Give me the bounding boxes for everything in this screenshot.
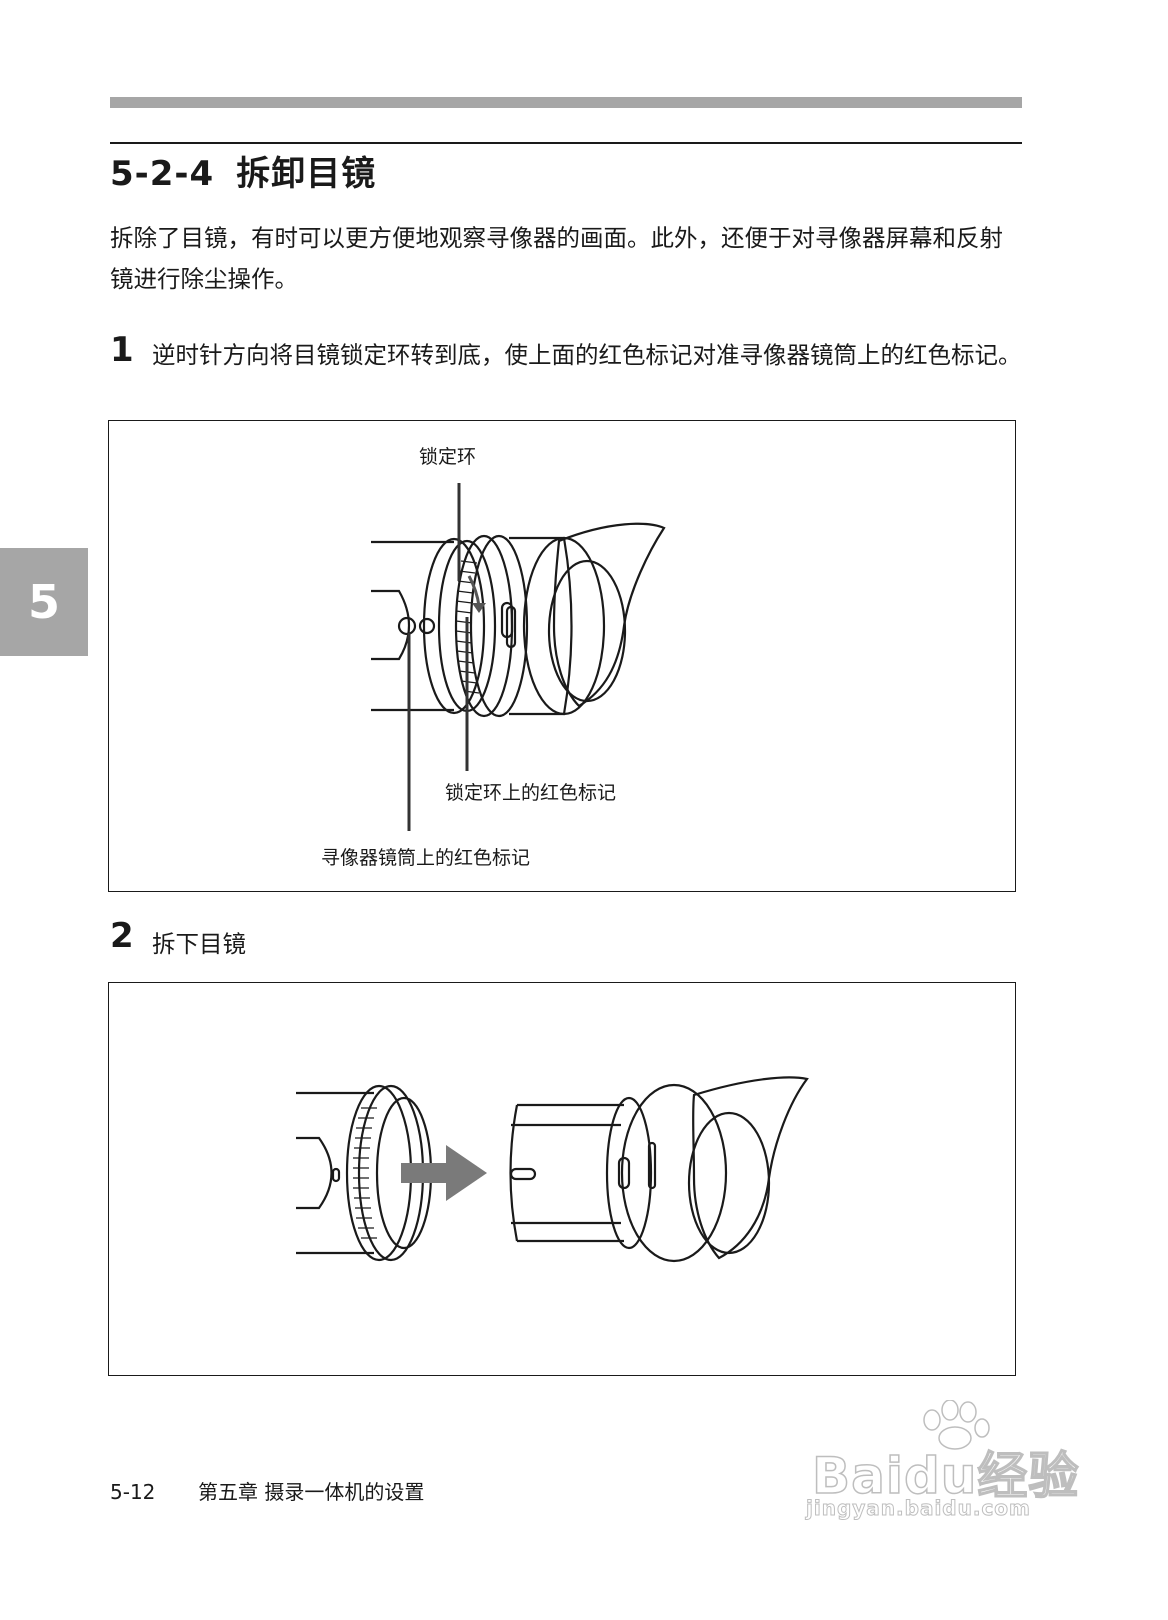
baidu-watermark: Baidu经验 jingyan.baidu.com bbox=[800, 1400, 1080, 1530]
watermark-url: jingyan.baidu.com bbox=[806, 1496, 1031, 1521]
chapter-side-tab: 5 bbox=[0, 548, 88, 656]
label-lock-ring: 锁定环 bbox=[419, 446, 477, 468]
eyepiece-lock-diagram bbox=[371, 483, 666, 831]
step-1-text: 逆时针方向将目镜锁定环转到底，使上面的红色标记对准寻像器镜筒上的红色标记。 bbox=[152, 341, 1022, 369]
figure-unlock-ring: 锁定环 锁定环上的红色标记 寻像器镜筒上的红色标记 bbox=[108, 420, 1016, 892]
paw-logo-icon bbox=[923, 1400, 990, 1450]
chapter-title: 第五章 摄录一体机的设置 bbox=[198, 1480, 425, 1504]
section-title: 拆卸目镜 bbox=[236, 154, 377, 194]
figure-remove-eyepiece bbox=[108, 982, 1016, 1376]
watermark-brand: Baidu经验 bbox=[811, 1446, 1080, 1506]
top-rule bbox=[110, 142, 1022, 144]
step-1-number: 1 bbox=[110, 330, 134, 370]
intro-paragraph: 拆除了目镜，有时可以更方便地观察寻像器的画面。此外，还便于对寻像器屏幕和反射镜进… bbox=[110, 224, 1003, 293]
top-gray-bar bbox=[110, 97, 1022, 108]
eyepiece-removal-diagram bbox=[296, 1076, 809, 1263]
step-2-text: 拆下目镜 bbox=[152, 930, 246, 958]
step-2-number: 2 bbox=[110, 916, 134, 956]
label-ring-red-mark: 锁定环上的红色标记 bbox=[445, 782, 617, 804]
section-number: 5-2-4 bbox=[110, 154, 215, 194]
section-heading: 5-2-4 拆卸目镜 bbox=[110, 148, 376, 200]
label-barrel-red-mark: 寻像器镜筒上的红色标记 bbox=[321, 847, 531, 869]
page-number: 5-12 bbox=[110, 1480, 156, 1504]
